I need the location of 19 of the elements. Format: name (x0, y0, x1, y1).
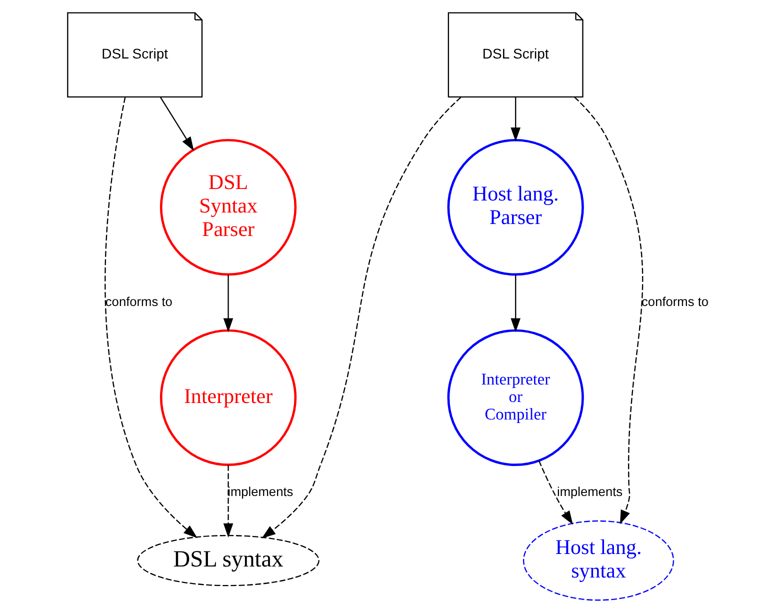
arrow (261, 96, 461, 539)
arrow (510, 97, 520, 142)
arrow (222, 465, 233, 538)
arrow (510, 274, 520, 332)
edge-label: implements (556, 484, 622, 500)
arrow (222, 274, 233, 332)
node-circle: DSL Syntax Parser (159, 138, 296, 276)
node-circle: Interpreter (159, 329, 296, 466)
edge-label: conforms to (104, 294, 172, 309)
arrow (159, 96, 194, 151)
node-circle: Interpreter or Compiler (446, 329, 584, 466)
node-ellipse: Host lang. syntax (522, 520, 674, 601)
edge-label: conforms to (641, 294, 708, 309)
arrow (104, 97, 197, 538)
node-circle: Host lang. Parser (446, 138, 584, 276)
arrow (574, 96, 643, 524)
edge-label: implements (227, 484, 293, 500)
arrow (538, 460, 572, 525)
node-ellipse: DSL syntax (136, 534, 319, 586)
